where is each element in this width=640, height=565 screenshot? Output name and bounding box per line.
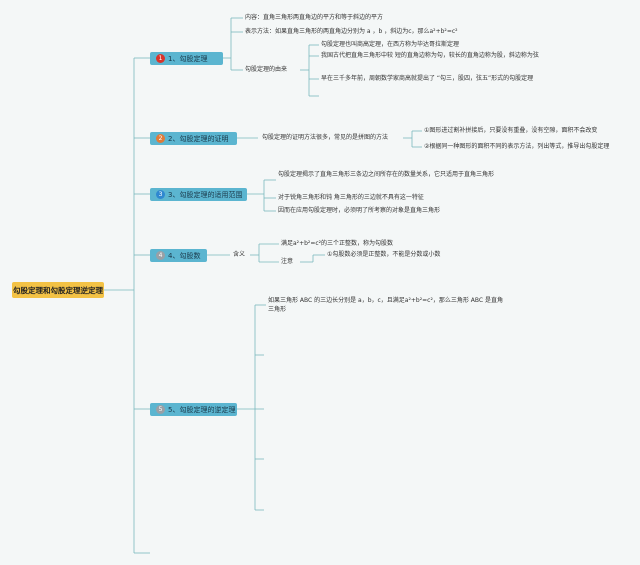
t3-item[interactable]: 因而在应用勾股定理时，必须明了所考察的对象是直角三角形 — [278, 207, 441, 214]
topic-scope[interactable]: 3 3、勾股定理的适用范围 — [150, 188, 247, 201]
t2-item[interactable]: ①图形进过割补拼接后，只要没有重叠，没有空隙，面积不会改变 — [424, 127, 598, 134]
t1-notation[interactable]: 表示方法：如果直角三角形的两直角边分别为 a ，b ，斜边为c，那么a²+b²=… — [245, 28, 458, 35]
t4-definition-label[interactable]: 含义 — [233, 251, 246, 258]
topic-label: 5、勾股定理的逆定理 — [168, 405, 236, 414]
priority-4-icon: 4 — [156, 251, 165, 260]
priority-2-icon: 2 — [156, 134, 165, 143]
t4-definition[interactable]: 满足a²+b²=c²的三个正整数，称为勾股数 — [281, 240, 394, 247]
t1-origin-item[interactable]: 早在三千多年前，周朝数学家商高就提出了 “勾三，股四，弦五”形式的勾股定理 — [321, 75, 534, 82]
root-node[interactable]: 勾股定理和勾股定理逆定理 — [12, 282, 104, 298]
topic-proof[interactable]: 2 2、勾股定理的证明 — [150, 132, 237, 145]
priority-1-icon: 1 — [156, 54, 165, 63]
topic-converse[interactable]: 5 5、勾股定理的逆定理 — [150, 403, 237, 416]
t1-origin-label[interactable]: 勾股定理的由来 — [245, 66, 288, 73]
topic-pythagorean-triples[interactable]: 4 4、勾股数 — [150, 249, 207, 262]
topic-pythagorean-theorem[interactable]: 1 1、勾股定理 — [150, 52, 223, 65]
t2-method[interactable]: 勾股定理的证明方法很多，常见的是拼图的方法 — [262, 134, 389, 141]
priority-5-icon: 5 — [156, 405, 165, 414]
t1-origin-item[interactable]: 我国古代把直角三角形中较 短的直角边称为勾，较长的直角边称为股，斜边称为弦 — [321, 52, 539, 59]
t2-item[interactable]: ②根据同一种图形的面积不同的表示方法，列出等式，推导出勾股定理 — [424, 143, 610, 150]
t1-origin-item[interactable]: 勾股定理也叫商高定理，在西方称为毕达哥拉斯定理 — [321, 41, 460, 48]
priority-3-icon: 3 — [156, 190, 165, 199]
topic-label: 2、勾股定理的证明 — [168, 134, 229, 143]
t3-item[interactable]: 对于锐角三角形和钝 角三角形的三边就不具有这一特征 — [278, 194, 424, 201]
topic-label: 3、勾股定理的适用范围 — [168, 190, 243, 199]
topic-label: 1、勾股定理 — [168, 54, 208, 63]
t4-note-label[interactable]: 注意 — [281, 258, 294, 265]
topic-label: 4、勾股数 — [168, 251, 201, 260]
t1-content[interactable]: 内容：直角三角形两直角边的平方和等于斜边的平方 — [245, 14, 384, 21]
t4-note[interactable]: ①勾股数必须是正整数，不能是分数或小数 — [327, 251, 441, 258]
root-label: 勾股定理和勾股定理逆定理 — [13, 285, 103, 295]
t3-item[interactable]: 勾股定理揭示了直角三角形三条边之间所存在的数量关系，它只适用于直角三角形 — [278, 171, 495, 178]
t5-statement[interactable]: 如果三角形 ABC 的三边长分别是 a，b，c，且满足a²+b²=c²，那么三角… — [268, 297, 503, 313]
